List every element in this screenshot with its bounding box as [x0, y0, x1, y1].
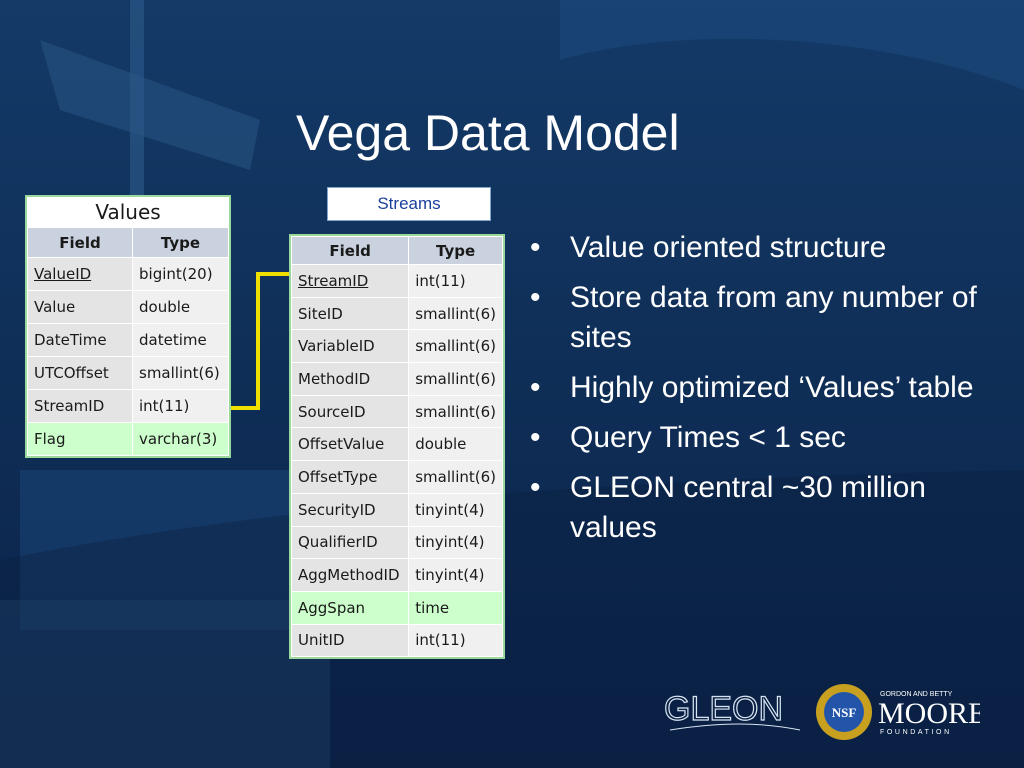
moore-top-text: GORDON AND BETTY	[880, 691, 953, 698]
values-header-field: Field	[27, 227, 133, 258]
streams-table-caption: Streams	[327, 187, 491, 221]
streams-field-cell: OffsetValue	[290, 427, 410, 462]
values-field-cell: Value	[27, 290, 133, 324]
table-row: AggSpan time	[290, 590, 503, 625]
values-type-cell: varchar(3)	[132, 422, 229, 456]
values-field-cell: DateTime	[27, 323, 133, 357]
gleon-logo: GLEON	[664, 690, 783, 728]
values-field-cell: StreamID	[27, 389, 133, 423]
moore-main-text: MOORE	[878, 697, 980, 730]
table-row: SourceID smallint(6)	[290, 394, 503, 429]
streams-type-cell: time	[408, 590, 503, 625]
values-field-cell: UTCOffset	[27, 356, 133, 390]
table-row: OffsetType smallint(6)	[290, 460, 503, 494]
bullet-dot-icon: •	[530, 471, 541, 504]
values-type-cell: datetime	[132, 323, 229, 357]
bullet-text: GLEON central ~30 million values	[570, 471, 926, 544]
nsf-seal-icon: NSF	[816, 684, 872, 740]
streams-type-cell: int(11)	[408, 264, 503, 298]
table-row: StreamID int(11)	[27, 389, 229, 423]
streams-type-cell: int(11)	[408, 623, 503, 658]
streams-type-cell: double	[408, 427, 503, 462]
bullet-item: • Store data from any number of sites	[530, 278, 1000, 358]
bullet-text: Store data from any number of sites	[570, 281, 977, 354]
table-row: VariableID smallint(6)	[290, 329, 503, 364]
streams-header-field: Field	[290, 236, 410, 265]
values-field-cell: ValueID	[27, 257, 133, 291]
slide-title: Vega Data Model	[296, 105, 680, 161]
streams-field-cell: SiteID	[290, 296, 410, 331]
table-row: Flag varchar(3)	[27, 422, 229, 456]
logos-svg: GLEON NSF GORDON AND BETTY MOORE FOUNDAT…	[663, 684, 986, 740]
table-row: StreamID int(11)	[290, 264, 503, 298]
streams-type-cell: smallint(6)	[408, 460, 503, 494]
streams-field-cell: OffsetType	[290, 460, 410, 494]
streams-field-cell: UnitID	[290, 623, 410, 658]
streams-field-cell: AggMethodID	[290, 558, 410, 592]
streams-table: Field Type StreamID int(11) SiteID small…	[289, 234, 505, 660]
streams-type-cell: tinyint(4)	[408, 558, 503, 592]
bullet-text: Query Times < 1 sec	[570, 421, 846, 454]
table-row: QualifierID tinyint(4)	[290, 525, 503, 560]
streams-type-cell: tinyint(4)	[408, 525, 503, 560]
values-header-type: Type	[132, 227, 229, 258]
streams-type-cell: smallint(6)	[408, 296, 503, 331]
streams-field-cell: VariableID	[290, 329, 410, 364]
table-row: DateTime datetime	[27, 323, 229, 357]
streams-field-cell: SecurityID	[290, 492, 410, 527]
moore-bottom-text: FOUNDATION	[880, 729, 952, 736]
bullet-item: • Value oriented structure	[530, 228, 1000, 268]
streams-field-cell: MethodID	[290, 362, 410, 396]
streams-field-cell: AggSpan	[290, 590, 410, 625]
table-row: UnitID int(11)	[290, 623, 503, 658]
bullet-text: Highly optimized ‘Values’ table	[570, 371, 974, 404]
bullet-item: • GLEON central ~30 million values	[530, 468, 1000, 548]
bullet-dot-icon: •	[530, 281, 541, 314]
streams-type-cell: smallint(6)	[408, 362, 503, 396]
bullet-dot-icon: •	[530, 371, 541, 404]
table-row: ValueID bigint(20)	[27, 257, 229, 291]
values-type-cell: int(11)	[132, 389, 229, 423]
bullet-item: • Query Times < 1 sec	[530, 418, 1000, 458]
bullet-dot-icon: •	[530, 231, 541, 264]
values-table-caption: Values	[27, 197, 229, 227]
table-row: SecurityID tinyint(4)	[290, 492, 503, 527]
table-row: AggMethodID tinyint(4)	[290, 558, 503, 592]
sponsor-logos: GLEON NSF GORDON AND BETTY MOORE FOUNDAT…	[660, 678, 986, 748]
table-row: MethodID smallint(6)	[290, 362, 503, 396]
streams-type-cell: smallint(6)	[408, 329, 503, 364]
table-row: UTCOffset smallint(6)	[27, 356, 229, 390]
values-field-cell: Flag	[27, 422, 133, 456]
bullet-item: • Highly optimized ‘Values’ table	[530, 368, 1000, 408]
bullet-dot-icon: •	[530, 421, 541, 454]
table-row: OffsetValue double	[290, 427, 503, 462]
values-type-cell: double	[132, 290, 229, 324]
table-row: Value double	[27, 290, 229, 324]
values-table: Values Field Type ValueID bigint(20) Val…	[25, 195, 231, 458]
streams-field-cell: StreamID	[290, 264, 410, 298]
streams-type-cell: tinyint(4)	[408, 492, 503, 527]
values-type-cell: bigint(20)	[132, 257, 229, 291]
streams-header-type: Type	[408, 236, 503, 265]
bullet-list: • Value oriented structure • Store data fr…	[530, 228, 1000, 558]
streams-field-cell: QualifierID	[290, 525, 410, 560]
streams-type-cell: smallint(6)	[408, 394, 503, 429]
streams-field-cell: SourceID	[290, 394, 410, 429]
table-row: SiteID smallint(6)	[290, 296, 503, 331]
nsf-text: NSF	[832, 705, 857, 720]
bullet-text: Value oriented structure	[570, 231, 887, 264]
values-type-cell: smallint(6)	[132, 356, 229, 390]
